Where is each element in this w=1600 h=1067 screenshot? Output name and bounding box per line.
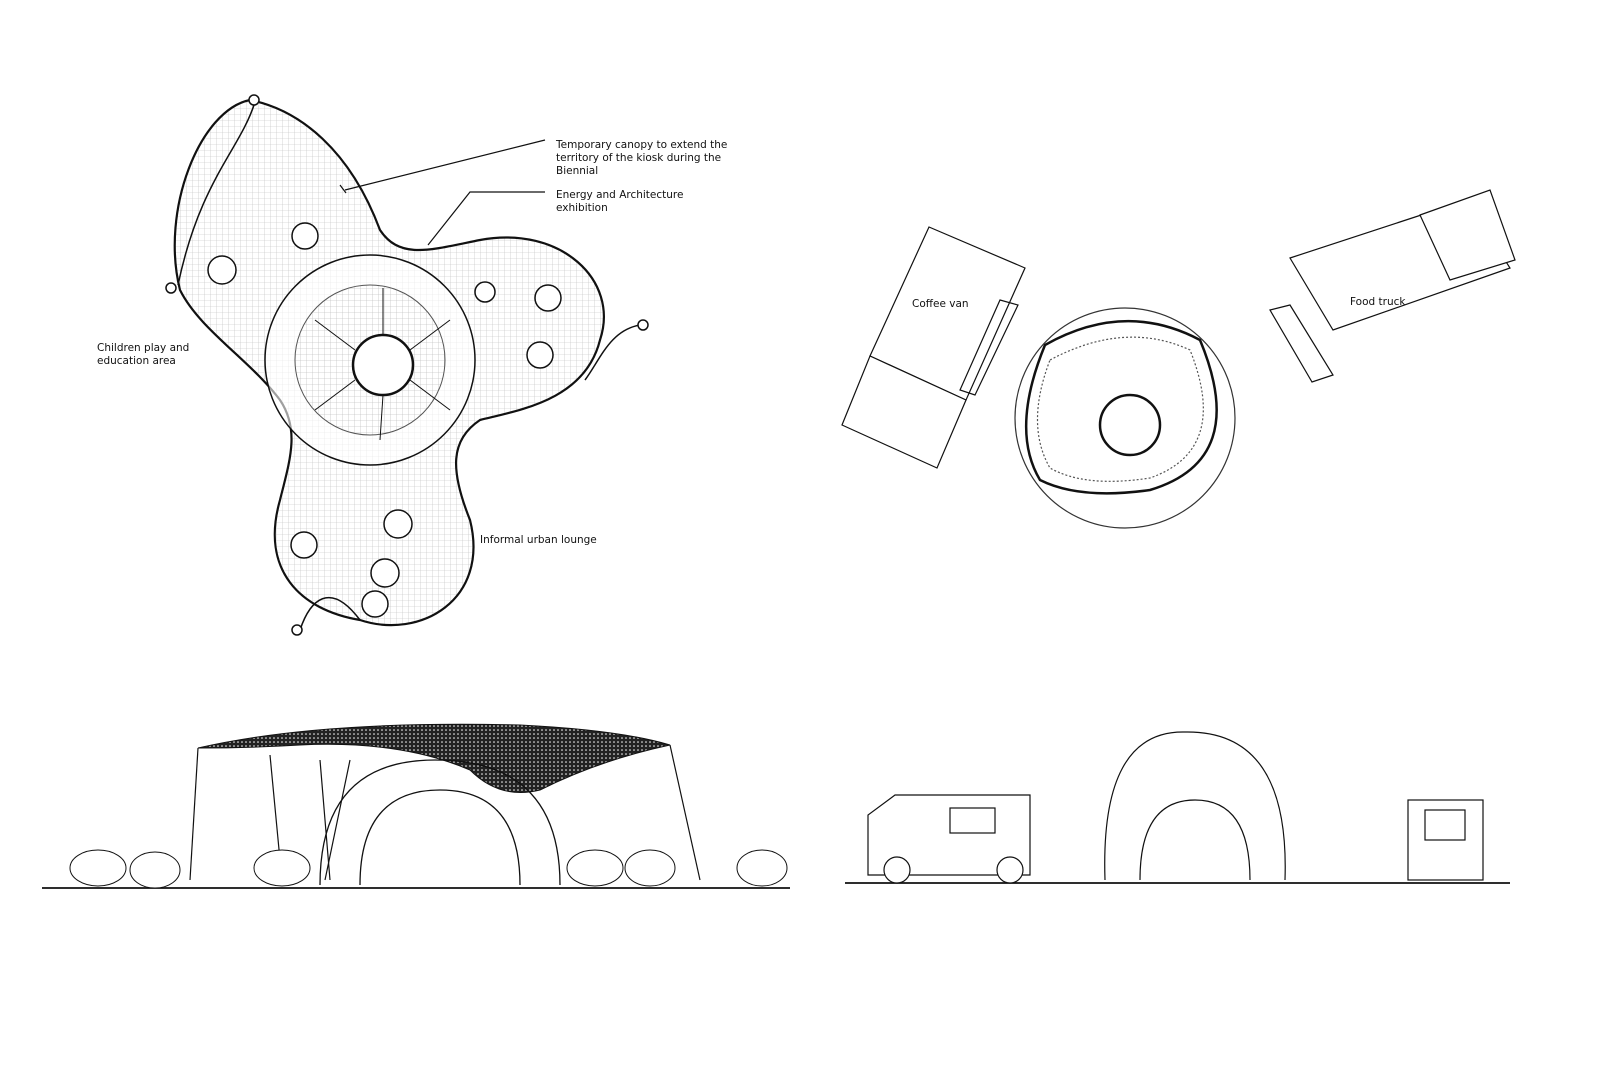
coffee-van-label: Coffee van <box>912 298 969 310</box>
canopy-plan <box>165 94 649 636</box>
canopy-elevation <box>42 723 790 889</box>
food-truck-label: Food truck <box>1350 296 1406 308</box>
exhibition-label: Energy and Architecture exhibition <box>556 189 684 214</box>
children-area-label: Children play and education area <box>97 342 190 367</box>
site-plan <box>841 189 1516 529</box>
canopy-label: Temporary canopy to extend the territory… <box>556 139 728 177</box>
urban-lounge-label: Informal urban lounge <box>480 534 597 546</box>
kiosk-elevation <box>845 731 1510 884</box>
